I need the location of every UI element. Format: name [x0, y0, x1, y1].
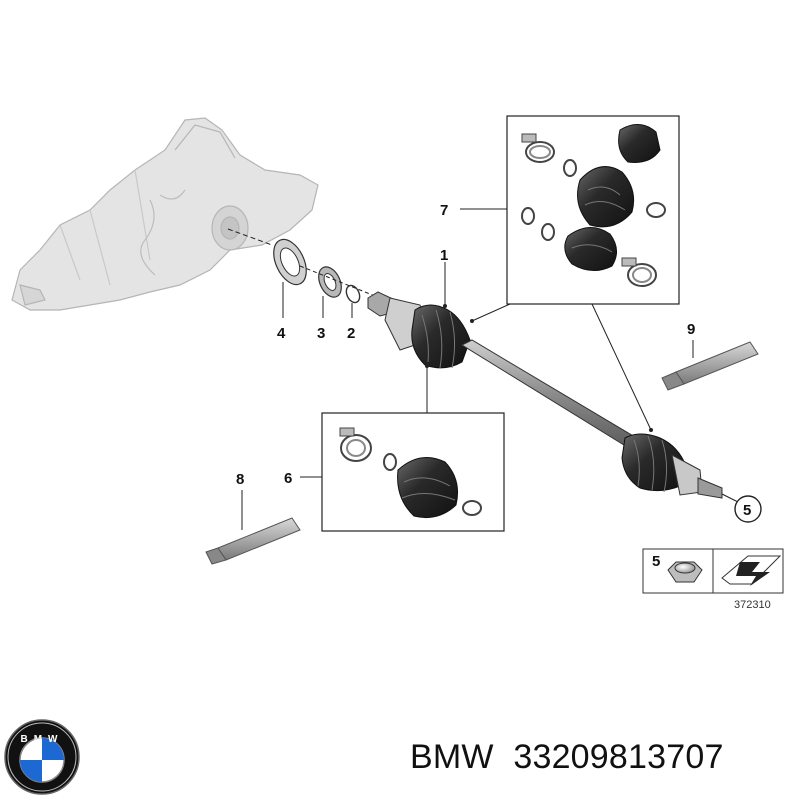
callout-8: 8	[236, 471, 244, 488]
svg-text:BMW: BMW	[21, 734, 64, 745]
part-number-line: BMW 33209813707	[410, 738, 724, 777]
callout-1: 1	[440, 247, 448, 264]
callout-7: 7	[440, 202, 448, 219]
legend-number: 5	[652, 553, 660, 570]
kit-box-6	[321, 412, 505, 532]
brand-name: BMW	[410, 738, 494, 776]
callout-5: 5	[743, 502, 751, 519]
bmw-logo: BMW	[4, 719, 80, 795]
washer-3	[318, 266, 342, 298]
circlip-2	[345, 284, 361, 304]
callout-6: 6	[284, 470, 292, 487]
drive-shaft-1	[367, 291, 723, 499]
grease-tube-8	[205, 517, 301, 565]
differential-housing	[11, 117, 319, 311]
callout-2: 2	[347, 325, 355, 342]
callout-9: 9	[687, 321, 695, 338]
part-number: 33209813707	[513, 738, 724, 776]
kit-box-7	[506, 115, 680, 305]
callout-4: 4	[277, 325, 286, 342]
callout-3: 3	[317, 325, 325, 342]
callout-5-circle	[734, 495, 762, 523]
seal-ring-4	[273, 238, 307, 286]
reference-code: 372310	[734, 599, 771, 611]
legend-box	[642, 548, 784, 594]
grease-tube-9	[661, 341, 759, 391]
